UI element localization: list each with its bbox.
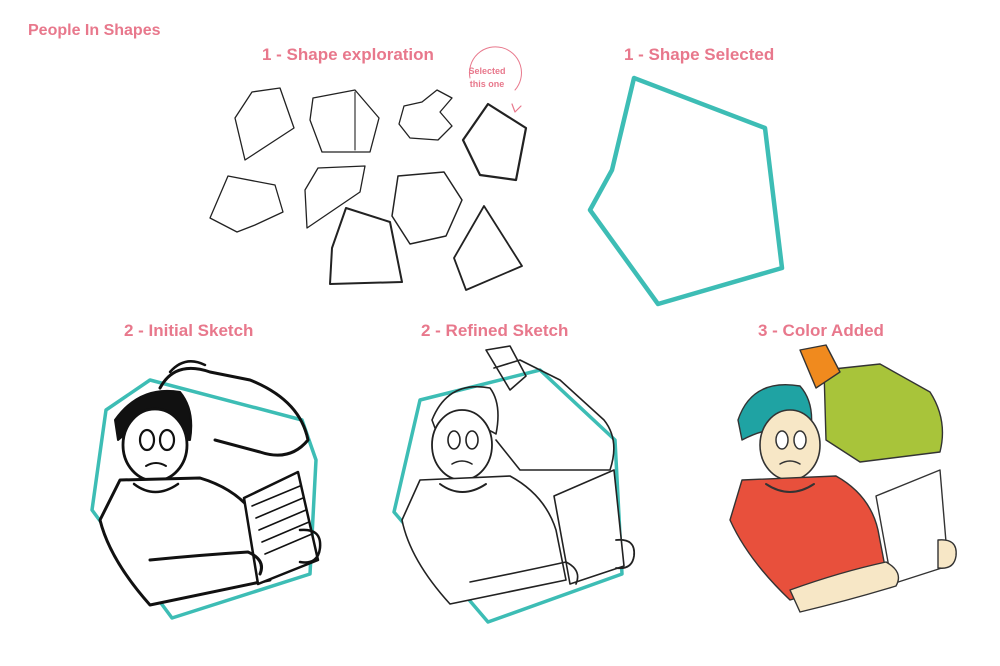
- color-forearm: [789, 561, 900, 613]
- sketch-shape-2: [309, 89, 380, 153]
- color-mouth: [779, 460, 801, 465]
- color-eye-left: [775, 430, 789, 450]
- refined-face: [431, 409, 493, 481]
- initial-forearm: [148, 550, 263, 576]
- initial-paper-lines: [251, 485, 313, 555]
- color-hand: [937, 539, 957, 569]
- refined-eye-right: [465, 430, 479, 450]
- refined-collar: [439, 483, 487, 493]
- step-title-refined-sketch: 2 - Refined Sketch: [421, 321, 569, 340]
- selected-arrow-circle: [468, 46, 522, 91]
- annotation-line-2: this one: [469, 79, 505, 89]
- initial-hand: [298, 528, 322, 564]
- sketch-shape-3: [398, 89, 453, 141]
- color-shirt: [729, 475, 887, 601]
- color-pants: [823, 363, 944, 463]
- color-sock: [799, 344, 841, 389]
- refined-torso: [401, 475, 567, 605]
- initial-mouth: [145, 462, 167, 467]
- color-face: [759, 409, 821, 481]
- refined-hand: [615, 538, 636, 570]
- sketch-shape-5: [304, 165, 366, 229]
- initial-face: [121, 407, 189, 483]
- initial-collar: [132, 482, 180, 494]
- color-collar: [765, 483, 815, 493]
- sketch-shape-1: [234, 87, 295, 161]
- selected-shape-outline: [587, 75, 785, 307]
- annotation-line-1: Selected: [468, 66, 506, 76]
- step-title-color-added: 3 - Color Added: [758, 321, 884, 340]
- refined-forearm: [469, 561, 579, 585]
- refined-mouth: [451, 460, 473, 465]
- refined-paper: [553, 469, 625, 585]
- initial-sketch-figure: [90, 360, 322, 620]
- initial-hand-on-head: [168, 360, 207, 374]
- step-title-shape-exploration: 1 - Shape exploration: [262, 45, 434, 64]
- initial-eye-right: [158, 428, 176, 452]
- refined-sketch-figure: [392, 345, 636, 624]
- sketch-shape-7: [329, 207, 403, 285]
- shape-exploration-sketches: [209, 46, 528, 291]
- initial-raised-arm: [158, 367, 310, 457]
- sketch-shape-8: [453, 205, 523, 291]
- initial-paper: [242, 470, 320, 586]
- initial-torso: [98, 476, 272, 607]
- step-title-initial-sketch: 2 - Initial Sketch: [124, 321, 254, 340]
- color-added-figure: [729, 344, 957, 613]
- page-title: People In Shapes: [28, 22, 161, 39]
- color-eye-right: [793, 430, 807, 450]
- refined-leg: [493, 359, 615, 471]
- sketch-shape-selected-candidate: [461, 102, 528, 182]
- initial-eye-left: [138, 428, 156, 452]
- selected-annotation: Selected this one: [459, 65, 515, 91]
- refined-eye-left: [447, 430, 461, 450]
- sketch-shape-4: [209, 175, 284, 233]
- refined-shoe: [485, 345, 527, 391]
- selected-arrow-head: [511, 103, 522, 113]
- sketch-shape-6: [391, 171, 463, 245]
- step-title-shape-selected: 1 - Shape Selected: [624, 45, 775, 64]
